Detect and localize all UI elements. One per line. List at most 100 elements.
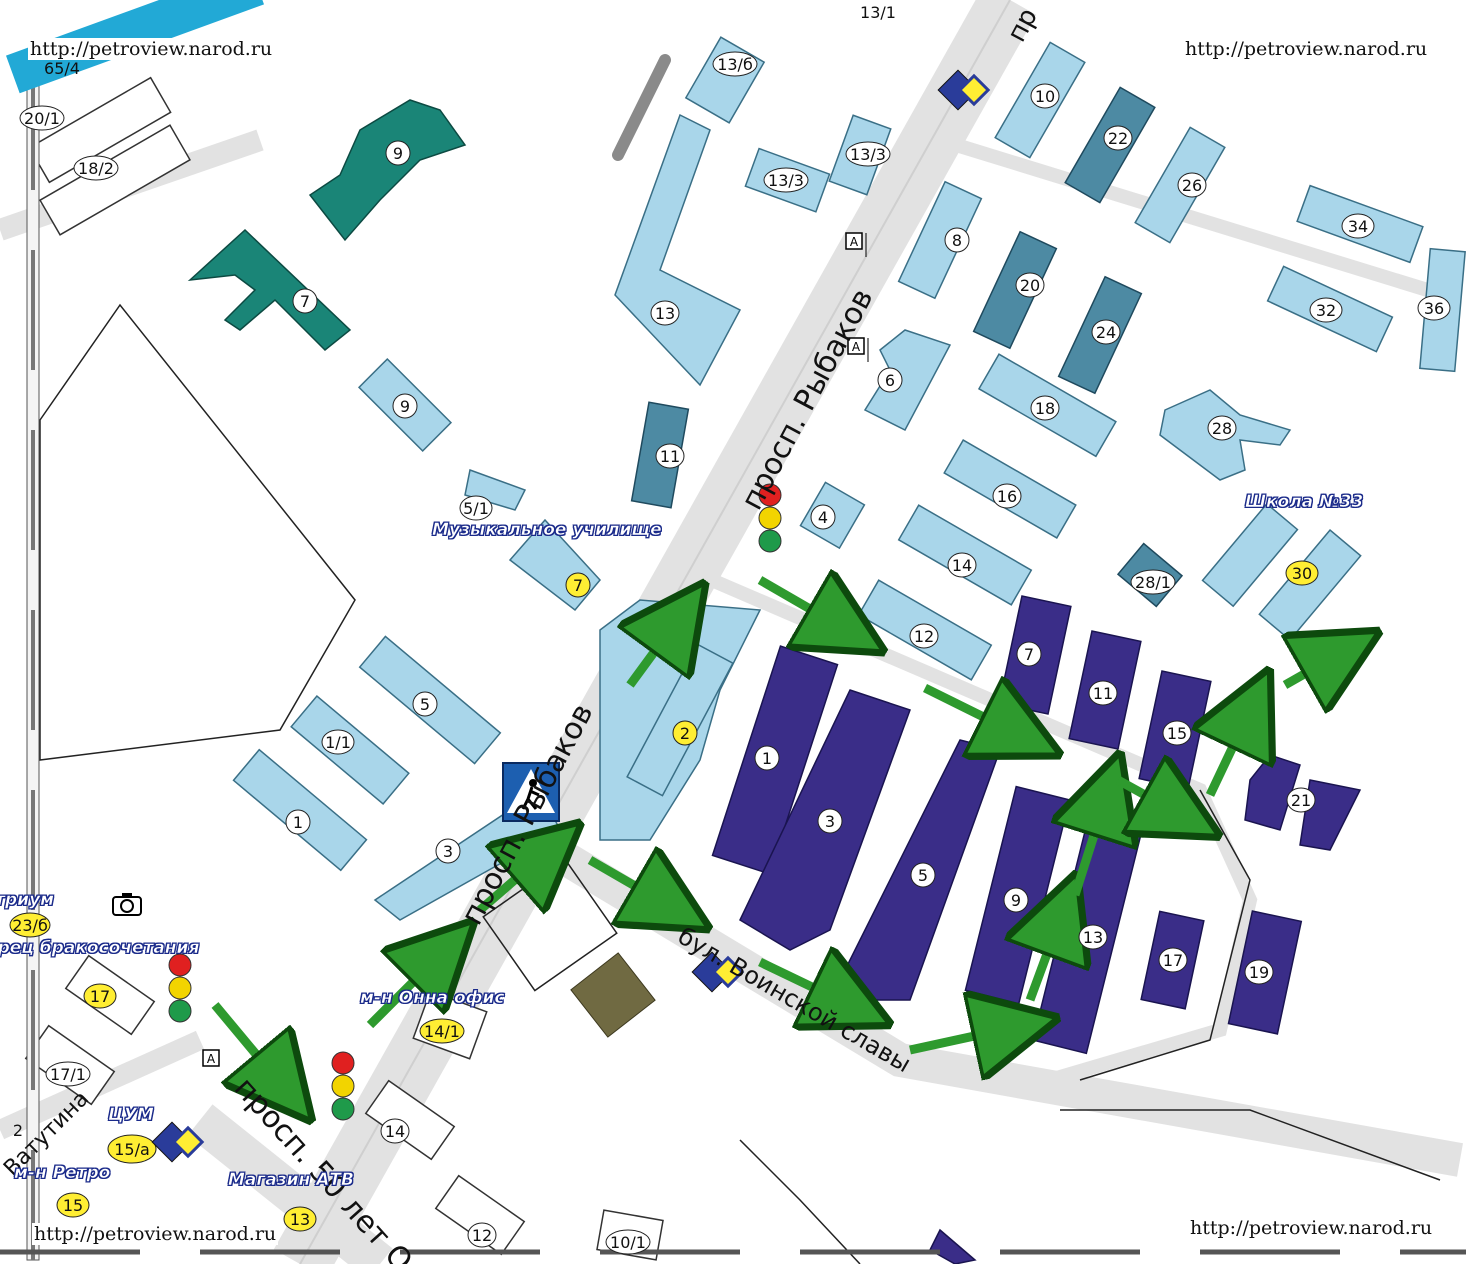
road-top-right bbox=[937, 133, 1463, 307]
svg-text:17: 17 bbox=[90, 987, 110, 1006]
green-arrow-icon bbox=[1285, 648, 1350, 685]
svg-text:23/б: 23/б bbox=[12, 916, 48, 935]
traffic-light-icon bbox=[168, 953, 192, 1023]
svg-text:20: 20 bbox=[1020, 276, 1040, 295]
poi-school: Школа №33 bbox=[1245, 492, 1364, 513]
svg-text:11: 11 bbox=[660, 447, 680, 466]
label-13b: 13/б bbox=[712, 51, 758, 77]
label-2: 2 bbox=[672, 720, 698, 746]
label-24: 24 bbox=[1091, 319, 1121, 345]
label-9c: 9 bbox=[1003, 887, 1029, 913]
green-arrow-icon bbox=[630, 610, 685, 688]
label-2-edge: 2 bbox=[13, 1121, 23, 1140]
green-arrow-icon bbox=[909, 1025, 1025, 1050]
label-65: 65/4 bbox=[44, 59, 80, 78]
green-arrow-icon bbox=[587, 860, 680, 912]
label-6: 6 bbox=[877, 367, 903, 393]
label-28-1: 28/1 bbox=[1130, 569, 1176, 595]
label-1-1: 1/1 bbox=[321, 729, 355, 755]
svg-text:7: 7 bbox=[1024, 645, 1034, 664]
poi-tsum: ЦУМ bbox=[108, 1105, 154, 1126]
label-10-1: 10/1 bbox=[605, 1229, 651, 1255]
svg-text:9: 9 bbox=[393, 144, 403, 163]
label-17-1: 17/1 bbox=[45, 1061, 91, 1087]
label-16: 16 bbox=[992, 483, 1022, 509]
green-arrow-icon bbox=[758, 962, 860, 1010]
svg-text:1: 1 bbox=[293, 813, 303, 832]
svg-text:15: 15 bbox=[1167, 724, 1187, 743]
svg-text:17: 17 bbox=[1163, 951, 1183, 970]
label-34: 34 bbox=[1341, 213, 1375, 239]
svg-text:4: 4 bbox=[818, 508, 828, 527]
label-4: 4 bbox=[810, 504, 836, 530]
label-14a: 14 bbox=[947, 552, 977, 578]
svg-text:13/3: 13/3 bbox=[850, 145, 886, 164]
label-21: 21 bbox=[1286, 787, 1316, 813]
label-7b: 7 bbox=[1016, 641, 1042, 667]
svg-text:18: 18 bbox=[1035, 399, 1055, 418]
svg-text:14/1: 14/1 bbox=[424, 1022, 460, 1041]
route-arrows bbox=[211, 580, 1350, 1095]
green-arrow-icon bbox=[477, 845, 555, 910]
label-11b: 11 bbox=[1088, 680, 1118, 706]
svg-text:34: 34 bbox=[1348, 217, 1368, 236]
label-15y: 15 bbox=[56, 1192, 90, 1218]
svg-text:28/1: 28/1 bbox=[1135, 573, 1171, 592]
svg-text:36: 36 bbox=[1424, 299, 1444, 318]
label-5a: 5 bbox=[910, 862, 936, 888]
poi-music-school: Музыкальное училище bbox=[432, 520, 662, 541]
svg-text:11: 11 bbox=[1093, 684, 1113, 703]
label-9b: 9 bbox=[392, 393, 418, 419]
bus-stop-icon: A bbox=[845, 232, 867, 257]
label-22: 22 bbox=[1103, 125, 1133, 151]
svg-text:A: A bbox=[850, 235, 859, 249]
svg-text:13/б: 13/б bbox=[717, 55, 753, 74]
label-26: 26 bbox=[1177, 172, 1207, 198]
svg-text:9: 9 bbox=[400, 397, 410, 416]
label-14-1: 14/1 bbox=[419, 1018, 465, 1044]
svg-text:30: 30 bbox=[1292, 564, 1312, 583]
svg-text:8: 8 bbox=[952, 231, 962, 250]
svg-text:21: 21 bbox=[1291, 791, 1311, 810]
svg-text:24: 24 bbox=[1096, 323, 1116, 342]
label-13y: 13 bbox=[283, 1206, 317, 1232]
stadium-outline bbox=[39, 303, 356, 761]
svg-text:13/1: 13/1 bbox=[860, 3, 896, 22]
road-bottom bbox=[187, 1104, 393, 1264]
svg-text:15/а: 15/а bbox=[114, 1140, 150, 1159]
green-arrow-icon bbox=[211, 1002, 290, 1095]
svg-text:14: 14 bbox=[385, 1122, 405, 1141]
svg-text:3: 3 bbox=[443, 842, 453, 861]
poi-atrium: Атриум bbox=[0, 890, 55, 911]
label-5b: 5 bbox=[412, 691, 438, 717]
label-14b: 14 bbox=[380, 1118, 410, 1144]
svg-text:13: 13 bbox=[1083, 928, 1103, 947]
watermark-top-left: http://petroview.narod.ru bbox=[28, 38, 275, 60]
label-13top: 13/1 bbox=[860, 3, 896, 22]
svg-text:12: 12 bbox=[914, 627, 934, 646]
label-3a: 3 bbox=[817, 808, 843, 834]
label-13-3b: 13/3 bbox=[763, 167, 809, 193]
svg-text:1/1: 1/1 bbox=[325, 733, 351, 752]
diamond-marker-icon bbox=[691, 951, 745, 993]
svg-text:2: 2 bbox=[680, 724, 690, 743]
grey-strip bbox=[612, 54, 671, 161]
label-15a: 15/а bbox=[107, 1134, 157, 1164]
label-9a: 9 bbox=[385, 140, 411, 166]
watermark-bottom-right: http://petroview.narod.ru bbox=[1188, 1217, 1435, 1239]
svg-text:15: 15 bbox=[63, 1196, 83, 1215]
olive-building bbox=[570, 952, 656, 1038]
white-buildings bbox=[24, 76, 664, 1261]
svg-text:2: 2 bbox=[13, 1121, 23, 1140]
label-7a: 7 bbox=[292, 288, 318, 314]
label-30: 30 bbox=[1285, 560, 1319, 586]
poi-registry: Дворец бракосочетания bbox=[0, 938, 200, 959]
svg-text:A: A bbox=[207, 1052, 216, 1066]
svg-text:17/1: 17/1 bbox=[50, 1065, 86, 1084]
label-3b: 3 bbox=[435, 838, 461, 864]
label-36: 36 bbox=[1417, 295, 1451, 321]
diamond-marker-icon bbox=[937, 69, 991, 111]
label-10: 10 bbox=[1030, 83, 1060, 109]
svg-text:20/1: 20/1 bbox=[24, 109, 60, 128]
